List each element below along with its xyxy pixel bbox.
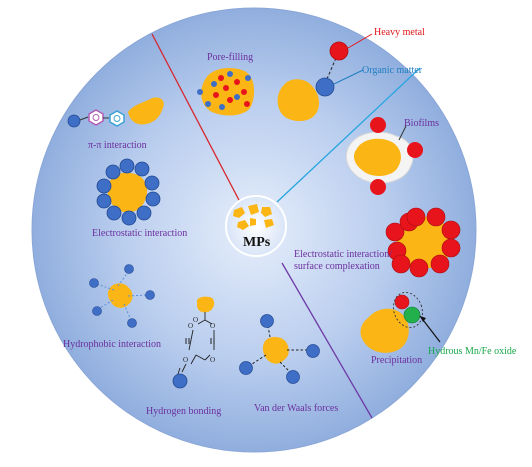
organic-matter-dots [89, 264, 155, 328]
organic-matter-dot [67, 114, 81, 128]
pore-filling-group: Pore-filling [197, 52, 255, 116]
organic-matter-dots [197, 71, 251, 110]
label-pi-pi: π-π interaction [88, 140, 147, 151]
heavy-metal-dot [394, 294, 410, 310]
label-electrostatic-right-1: Electrostatic interaction/ [294, 249, 392, 260]
precipitation-group: Precipitation Hydrous Mn/Fe oxide [360, 291, 517, 366]
label-pore-filling: Pore-filling [207, 52, 253, 63]
microplastic-fragment [107, 172, 148, 213]
label-van-der-waals: Van der Waals forces [254, 403, 338, 414]
microplastic-fragment [201, 68, 255, 116]
hydrophobic-group: Hydrophobic interaction [63, 264, 161, 350]
heavy-metal-dot [329, 41, 349, 61]
microplastic-fragment [354, 138, 401, 176]
microplastic-fragment [262, 336, 289, 364]
legend-hydrous-oxide: Hydrous Mn/Fe oxide [428, 346, 517, 357]
microplastic-fragment [277, 79, 320, 122]
benzene-ring-icon [109, 110, 125, 127]
svg-text:O: O [210, 356, 215, 364]
organic-matter-dot [172, 373, 188, 389]
svg-text:O: O [188, 322, 193, 330]
microplastic-fragment [197, 296, 215, 313]
legend-organic-matter: Organic matter [362, 65, 423, 76]
hydrogen-bonding-group: O O O O O Hydrogen bonding [146, 296, 221, 417]
label-hydrogen-bonding: Hydrogen bonding [146, 406, 221, 417]
divider-red [151, 33, 241, 203]
electrostatic-left-group: Electrostatic interaction [92, 158, 187, 239]
center-plastic-fragments [233, 204, 274, 230]
organic-matter-cluster [96, 158, 161, 226]
heavy-metal-dots [213, 75, 250, 107]
legend-heavy-metal: Heavy metal [374, 27, 425, 38]
heavy-metal-cluster [385, 207, 461, 278]
benzene-ring-icon [88, 109, 104, 126]
oxide-outline [393, 291, 423, 329]
svg-text:O: O [210, 322, 215, 330]
metal-organic-group: Heavy metal Organic matter [277, 27, 425, 122]
electrostatic-right-group: Electrostatic interaction/ surface compl… [294, 207, 461, 278]
svg-text:O: O [183, 356, 188, 364]
label-precipitation: Precipitation [371, 355, 422, 366]
label-electrostatic-left: Electrostatic interaction [92, 228, 187, 239]
biofilms-group: Biofilms [346, 117, 439, 195]
divider-purple [281, 262, 373, 419]
organic-matter-dots [239, 314, 320, 384]
organic-matter-dot [315, 77, 335, 97]
svg-text:O: O [193, 316, 198, 324]
hydrogen-bond-text: O O O O O [183, 316, 215, 364]
microplastic-fragment [360, 308, 409, 353]
label-hydrophobic: Hydrophobic interaction [63, 339, 161, 350]
van-der-waals-group: Van der Waals forces [239, 314, 338, 414]
divider-blue [276, 67, 421, 203]
microplastic-fragment [128, 97, 164, 125]
center-label: MPs [243, 235, 271, 250]
label-biofilms: Biofilms [404, 118, 439, 129]
heavy-metal-dots [370, 117, 423, 195]
label-electrostatic-right-2: surface complexation [294, 261, 380, 272]
hydrous-oxide-dot [403, 306, 421, 324]
pi-pi-group: π-π interaction [67, 97, 164, 151]
